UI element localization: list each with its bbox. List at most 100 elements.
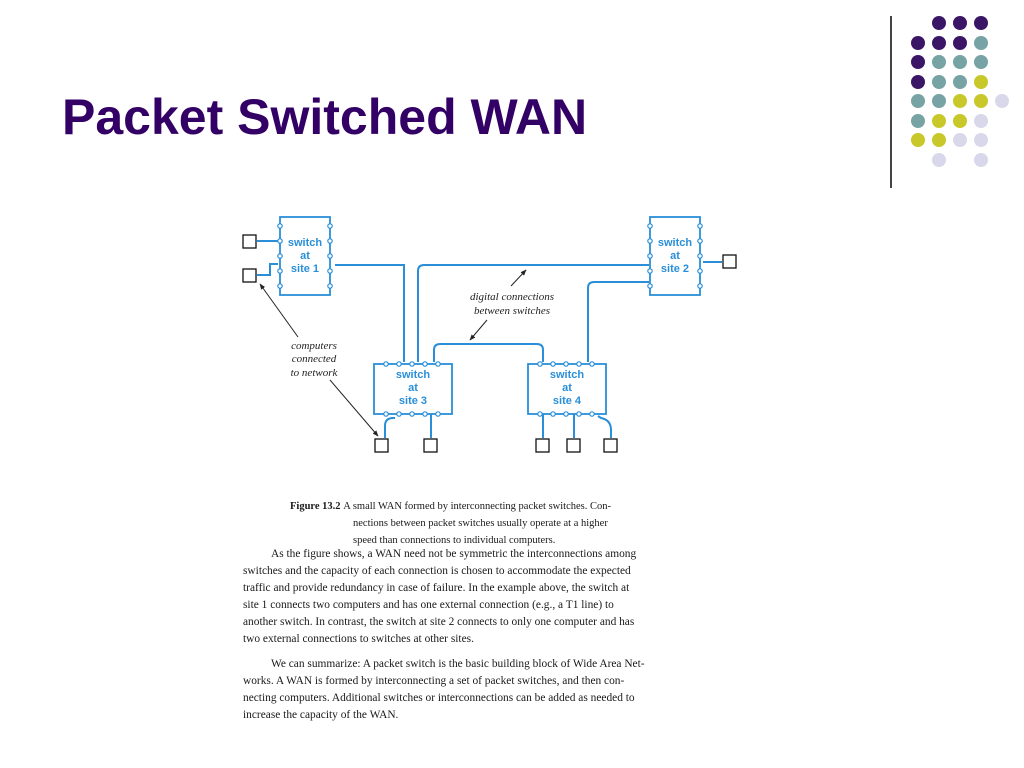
divider-line (890, 16, 892, 188)
connections-label: digital connections (470, 291, 554, 303)
port-circle (277, 268, 283, 274)
computers (242, 234, 737, 453)
port-circle (563, 411, 569, 417)
computer-icon (242, 268, 257, 283)
body-line: switches and the capacity of each connec… (243, 564, 631, 577)
decorative-dot (974, 35, 988, 50)
decorative-dot (953, 35, 967, 50)
port-circle (277, 253, 283, 259)
port-circle (383, 361, 389, 367)
computer-icon (722, 254, 737, 269)
computer-icon (242, 234, 257, 249)
port-circle (589, 361, 595, 367)
port-circle (383, 411, 389, 417)
decorative-dot (974, 55, 988, 69)
caption-line: nections between packet switches usually… (353, 518, 608, 529)
computer-link (384, 417, 395, 438)
computer-icon (566, 438, 581, 453)
arrow-icon (259, 283, 299, 338)
port-circle (697, 268, 703, 274)
figure-caption: Figure 13.2 A small WAN formed by interc… (290, 498, 695, 549)
port-circle (563, 361, 569, 367)
decorative-dot (974, 74, 988, 89)
caption-label: Figure 13.2 (290, 501, 341, 512)
decorative-dot (974, 152, 988, 167)
computer-link (597, 415, 612, 438)
connection-lines (257, 240, 722, 438)
port-circle (327, 253, 333, 259)
decorative-dot (974, 113, 988, 128)
port-circle (647, 283, 653, 289)
port-circle (327, 223, 333, 229)
body-line: increase the capacity of the WAN. (243, 708, 399, 721)
decorative-dot (953, 133, 967, 147)
port-circle (277, 283, 283, 289)
switch-site-1: switch at site 1 (279, 216, 331, 296)
computer-icon (603, 438, 618, 453)
port-circle (327, 238, 333, 244)
computers-label: computers (291, 340, 337, 352)
port-circle (435, 361, 441, 367)
switch-label: switch (658, 237, 693, 249)
port-circle (589, 411, 595, 417)
port-circle (435, 411, 441, 417)
decorative-dot (911, 94, 925, 108)
port-circle (576, 361, 582, 367)
body-paragraph: As the figure shows, a WAN need not be s… (243, 546, 741, 647)
link-site2-site4 (587, 281, 649, 362)
body-line: traffic and provide redundancy in case o… (243, 581, 630, 594)
computers-label: to network (291, 367, 339, 379)
body-paragraph: We can summarize: A packet switch is the… (243, 656, 741, 724)
port-circle (396, 411, 402, 417)
body-line: necting computers. Additional switches o… (243, 691, 635, 704)
link-site1-site3 (335, 264, 405, 362)
switch-label: site 2 (661, 263, 689, 275)
switch-label: at (562, 382, 572, 394)
decorative-dot (911, 113, 925, 128)
decorative-dot (932, 16, 946, 30)
decorative-dot (953, 74, 967, 89)
port-circle (647, 238, 653, 244)
switch-label: at (300, 250, 310, 262)
port-circle (550, 361, 556, 367)
computer-icon (374, 438, 389, 453)
port-circle (409, 361, 415, 367)
switch-site-3: switch at site 3 (373, 363, 453, 415)
connections-label: between switches (474, 305, 550, 317)
decorative-dot (911, 74, 925, 89)
port-circle (327, 283, 333, 289)
port-circle (409, 411, 415, 417)
body-line: works. A WAN is formed by interconnectin… (243, 674, 625, 687)
decorative-dot (932, 94, 946, 108)
port-circle (697, 253, 703, 259)
port-circle (697, 238, 703, 244)
arrow-icon (469, 319, 488, 341)
port-circle (647, 223, 653, 229)
decorative-dot (911, 35, 925, 50)
decorative-dot (953, 113, 967, 128)
switch-label: at (670, 250, 680, 262)
switch-label: site 1 (291, 263, 319, 275)
caption-line: speed than connections to individual com… (353, 535, 556, 546)
caption-line: Figure 13.2 A small WAN formed by interc… (290, 501, 611, 512)
port-circle (697, 283, 703, 289)
switch-label: switch (288, 237, 323, 249)
decorative-dot (932, 35, 946, 50)
switch-site-4: switch at site 4 (527, 363, 607, 415)
arrow-icon (329, 379, 379, 437)
body-line: We can summarize: A packet switch is the… (271, 658, 645, 670)
switch-label: switch (396, 369, 431, 381)
body-line: As the figure shows, a WAN need not be s… (271, 548, 637, 560)
body-line: two external connections to switches at … (243, 632, 474, 645)
computers-label: connected (292, 353, 337, 365)
computer-icon (423, 438, 438, 453)
decorative-dot (911, 133, 925, 147)
port-circle (277, 238, 283, 244)
decorative-dot (953, 16, 967, 30)
body-line: another switch. In contrast, the switch … (243, 615, 635, 628)
switch-site-2: switch at site 2 (649, 216, 701, 296)
port-circle (327, 268, 333, 274)
port-circle (576, 411, 582, 417)
port-circle (697, 223, 703, 229)
